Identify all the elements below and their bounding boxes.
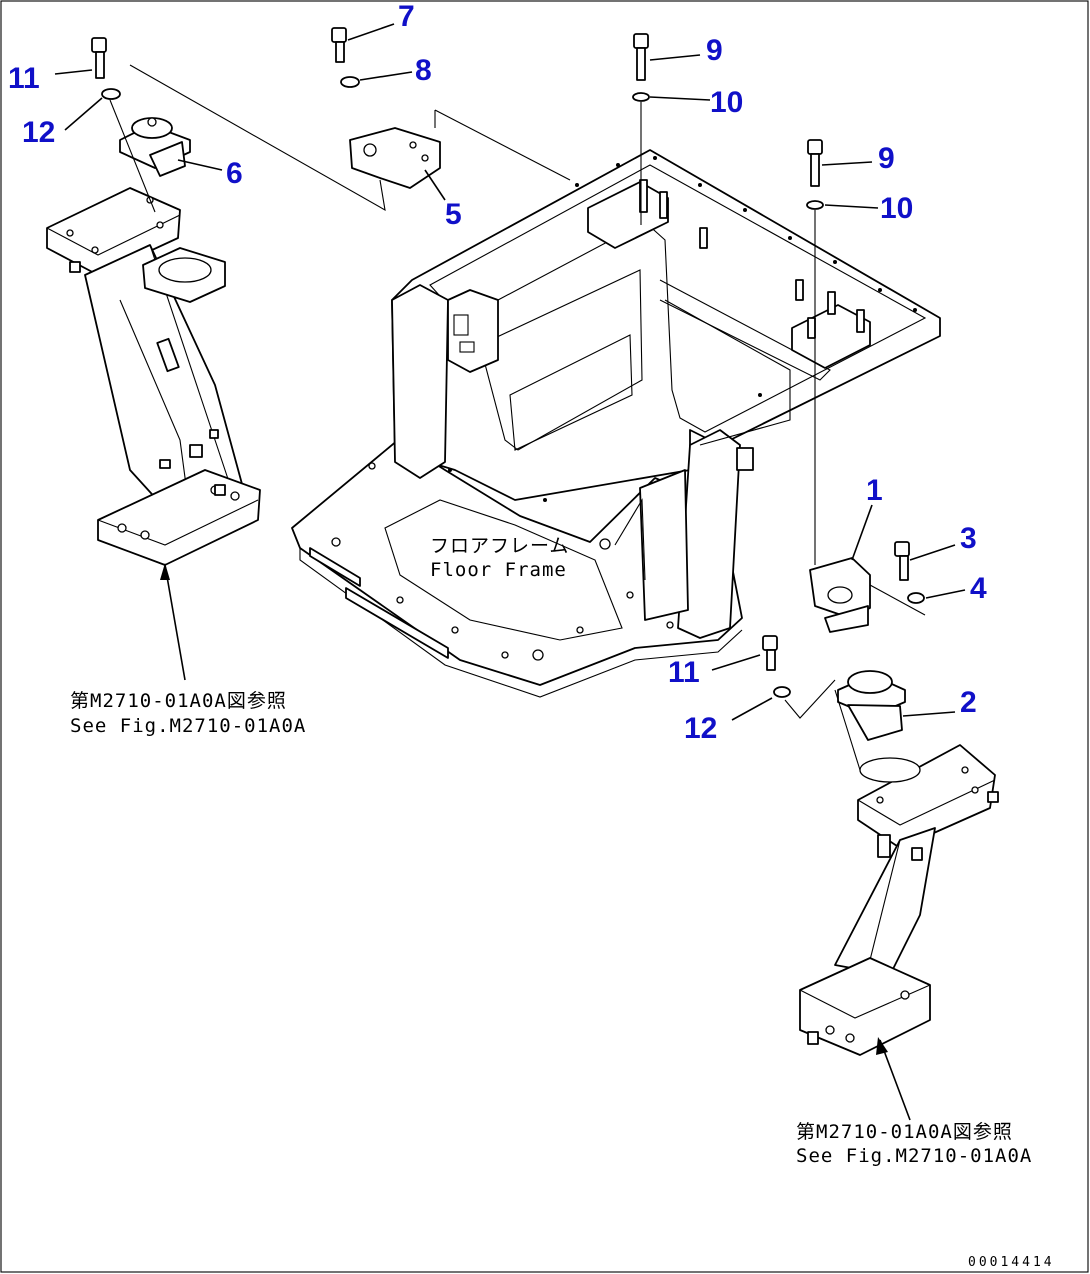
leader-11-left xyxy=(54,69,93,75)
callout-11-left: 11 xyxy=(8,62,40,95)
ref-note-right-jp: 第M2710-01A0A図参照 xyxy=(796,1121,1013,1143)
callout-10-right: 10 xyxy=(880,192,913,225)
mount-2-part xyxy=(837,670,906,741)
leader-10-right xyxy=(824,204,879,209)
leader-2 xyxy=(902,711,956,717)
leader-5 xyxy=(424,169,446,201)
bolt-11-left xyxy=(91,37,121,100)
mount-6-part xyxy=(119,117,191,177)
bracket-5-part xyxy=(349,127,441,189)
callout-3: 3 xyxy=(960,522,977,555)
callout-11-right: 11 xyxy=(668,656,700,689)
leader-4 xyxy=(925,589,966,599)
leader-9-right xyxy=(821,161,873,166)
callout-7: 7 xyxy=(398,0,415,33)
callout-4: 4 xyxy=(970,572,987,605)
callout-8: 8 xyxy=(415,54,432,87)
bolt-9-top xyxy=(632,33,650,225)
leader-12-right xyxy=(731,697,773,721)
bolt-11-right xyxy=(762,635,791,698)
leader-1 xyxy=(851,504,873,561)
document-id: 00014414 xyxy=(968,1255,1055,1270)
floor-frame-label-jp: フロアフレーム xyxy=(430,535,569,557)
ref-arrow-left xyxy=(164,564,186,681)
leader-7 xyxy=(347,23,395,41)
callout-5: 5 xyxy=(445,198,462,231)
bolt-9-right xyxy=(806,139,824,565)
callout-9-top: 9 xyxy=(706,34,723,67)
callout-9-right: 9 xyxy=(878,142,895,175)
bracket-1-part xyxy=(809,557,871,633)
leader-3 xyxy=(909,544,956,561)
ref-note-left-en: See Fig.M2710-01A0A xyxy=(70,715,306,737)
callout-12-left: 12 xyxy=(22,116,55,149)
callout-6: 6 xyxy=(226,157,243,190)
leader-12-left xyxy=(64,97,103,131)
ref-note-left-jp: 第M2710-01A0A図参照 xyxy=(70,690,287,712)
left-column-part xyxy=(46,187,261,566)
leader-6 xyxy=(177,159,223,171)
right-column-part xyxy=(799,744,999,1056)
ref-note-right-en: See Fig.M2710-01A0A xyxy=(796,1145,1032,1167)
callout-2: 2 xyxy=(960,686,977,719)
floor-frame-label-en: Floor Frame xyxy=(430,559,567,581)
floor-frame-part xyxy=(291,149,941,698)
leader-10-top xyxy=(649,96,711,101)
ref-arrow-right xyxy=(879,1039,911,1121)
callout-1: 1 xyxy=(866,474,883,507)
leader-9-top xyxy=(649,54,701,61)
callout-10-top: 10 xyxy=(710,86,743,119)
callout-12-right: 12 xyxy=(684,712,717,745)
bolt-3-part xyxy=(894,541,925,604)
bolt-7-part xyxy=(331,27,360,88)
leader-8 xyxy=(359,71,413,81)
leader-11-right xyxy=(711,654,761,671)
